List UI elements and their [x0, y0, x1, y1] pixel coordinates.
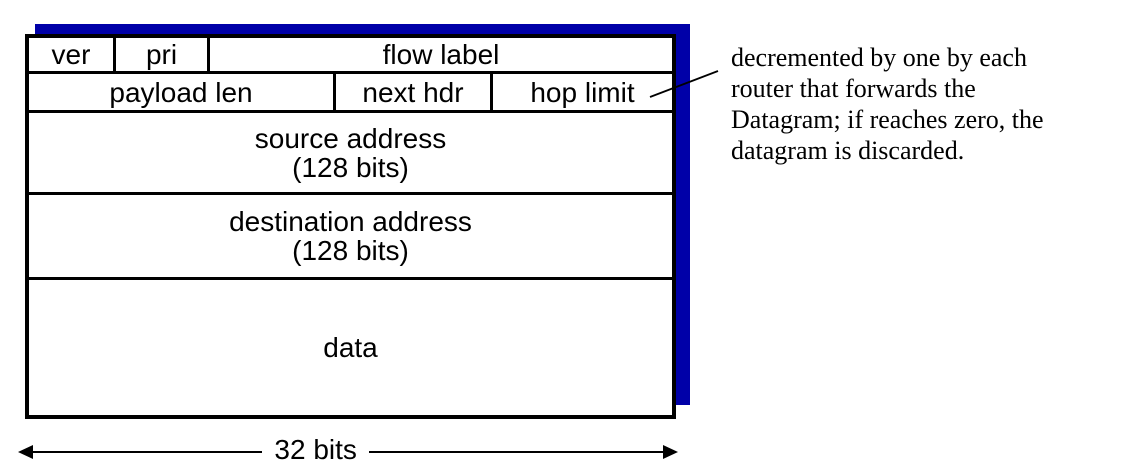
- field-source-address: source address (128 bits): [29, 113, 672, 192]
- width-indicator: 32 bits: [18, 434, 678, 465]
- packet-row-5: data: [29, 280, 672, 415]
- field-pri: pri: [116, 38, 210, 71]
- field-source-address-label: source address: [254, 122, 447, 154]
- field-source-address-bits: (128 bits): [292, 151, 409, 183]
- field-pri-label: pri: [145, 39, 178, 70]
- packet-row-2: payload len next hdr hop limit: [29, 74, 672, 113]
- field-next-hdr: next hdr: [336, 74, 493, 110]
- field-payload-len: payload len: [29, 74, 336, 110]
- width-indicator-line-right: [368, 451, 663, 453]
- packet-row-1: ver pri flow label: [29, 38, 672, 74]
- field-hop-limit-label: hop limit: [530, 76, 635, 108]
- packet-row-4: destination address (128 bits): [29, 195, 672, 280]
- field-next-hdr-label: next hdr: [362, 76, 464, 108]
- arrow-right-icon: [663, 445, 678, 459]
- annotation-line: Datagram; if reaches zero, the: [731, 105, 1044, 134]
- field-flow-label-label: flow label: [382, 39, 500, 70]
- field-hop-limit: hop limit: [493, 74, 672, 110]
- packet-row-3: source address (128 bits): [29, 113, 672, 195]
- field-destination-address-bits: (128 bits): [292, 235, 409, 266]
- field-destination-address: destination address (128 bits): [29, 195, 672, 277]
- annotation-line: datagram is discarded.: [731, 136, 965, 165]
- annotation-line: decremented by one by each: [731, 43, 1027, 72]
- field-data: data: [29, 280, 672, 415]
- field-payload-len-label: payload len: [109, 76, 253, 108]
- field-destination-address-label: destination address: [229, 206, 472, 237]
- field-data-label: data: [323, 332, 378, 363]
- annotation-line: router that forwards the: [731, 74, 976, 103]
- field-ver: ver: [29, 38, 116, 71]
- arrow-left-icon: [18, 445, 33, 459]
- ipv6-datagram-diagram: ver pri flow label payload len next hdr …: [25, 34, 676, 419]
- hop-limit-annotation: decremented by one by each router that f…: [731, 42, 1126, 166]
- width-indicator-label: 32 bits: [274, 434, 357, 465]
- field-ver-label: ver: [51, 39, 91, 70]
- width-indicator-line-left: [33, 451, 263, 453]
- field-flow-label: flow label: [210, 38, 672, 71]
